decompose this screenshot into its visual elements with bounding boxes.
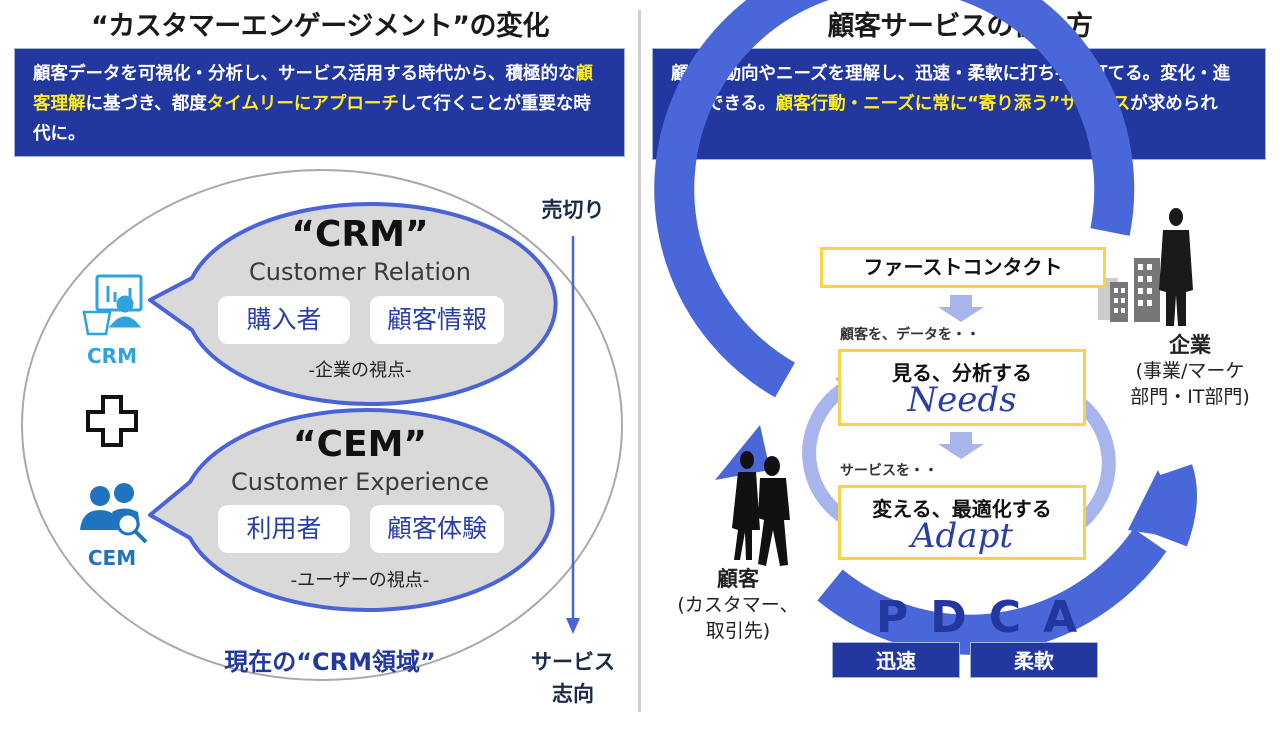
cem-bubble-viewpoint: -ユーザーの視点- <box>290 570 430 591</box>
crm-bubble-title: “CRM” <box>291 214 429 255</box>
left-summary-highlight-1: 顧客理解 <box>33 64 593 114</box>
crm-domain-label: 現在の“CRM領域” <box>224 648 436 676</box>
down-arrow-2 <box>938 432 984 459</box>
flexibility-button: 柔軟 <box>970 642 1098 678</box>
building-icon <box>1098 258 1160 322</box>
company-label: 企業 (事業/マーケ 部門・IT部門) <box>1100 332 1280 410</box>
left-summary-text-2: に基づき、都度 <box>85 94 207 114</box>
crm-speech-bubble <box>148 202 558 406</box>
cem-bubble-subtitle: Customer Experience <box>230 468 490 496</box>
caption-service: サービスを・・ <box>840 463 938 479</box>
customer-detail-line1: (カスタマー、 <box>677 594 799 616</box>
customers-icon <box>732 451 790 566</box>
company-detail-line1: (事業/マーケ <box>1135 360 1245 382</box>
down-arrow-1 <box>938 295 984 322</box>
left-summary-box: 顧客データを可視化・分析し、サービス活用する時代から、積極的な顧客理解に基づき、… <box>14 48 625 157</box>
pdca-arrowhead-left <box>715 425 770 480</box>
crm-bubble-viewpoint: -企業の視点- <box>308 360 412 381</box>
left-summary-highlight-3: タイムリーにアプローチ <box>206 94 399 114</box>
speed-button: 迅速 <box>832 642 960 678</box>
left-summary-text: 顧客データを可視化・分析し、サービス活用する時代から、積極的な顧客理解に基づき、… <box>33 64 593 144</box>
customer-detail-line2: 取引先) <box>705 620 771 642</box>
businessman-icon <box>1159 208 1193 326</box>
crm-icon-label: CRM <box>87 344 137 368</box>
caption-customer-data: 顧客を、データを・・ <box>840 327 980 343</box>
pdca-label: PDCA <box>876 592 1100 643</box>
pdca-cycle-arc-right <box>1153 464 1197 547</box>
needs-box-script: Needs <box>907 380 1017 420</box>
left-summary-text-4: して行くことが重要な時代に。 <box>33 94 591 144</box>
cem-speech-bubble <box>148 408 555 612</box>
cem-chip-user: 利用者 <box>218 505 350 553</box>
crm-bubble-subtitle: Customer Relation <box>249 258 471 286</box>
pdca-cycle-arc-outer <box>654 0 1135 398</box>
customer-label: 顧客 (カスタマー、 取引先) <box>668 566 808 644</box>
company-detail-line2: 部門・IT部門) <box>1130 386 1250 408</box>
adapt-box-label: 変える、最適化する <box>872 497 1052 521</box>
axis-arrow-head <box>566 618 580 634</box>
panel-divider <box>638 10 641 712</box>
first-contact-label: ファーストコンタクト <box>863 255 1063 279</box>
cem-bubble-title: “CEM” <box>292 424 428 465</box>
customer-name: 顧客 <box>717 567 759 591</box>
needs-box: 見る、分析する Needs <box>838 349 1086 426</box>
axis-top-label: 売切り <box>541 198 605 222</box>
cem-icon-label: CEM <box>87 546 137 570</box>
adapt-box: 変える、最適化する Adapt <box>838 485 1086 560</box>
left-summary-text-0: 顧客データを可視化・分析し、サービス活用する時代から、積極的な <box>33 64 576 84</box>
company-name: 企業 <box>1169 333 1211 357</box>
crm-chip-customer-info: 顧客情報 <box>370 296 504 344</box>
plus-icon <box>86 395 138 447</box>
adapt-box-script: Adapt <box>910 516 1014 556</box>
crm-chip-purchaser: 購入者 <box>218 296 350 344</box>
axis-bottom-label-line2: 志向 <box>552 682 594 706</box>
left-panel-title: “カスタマーエンゲージメント”の変化 <box>91 11 549 42</box>
axis-bottom-label-line1: サービス <box>531 650 615 674</box>
pdca-cycle-arc-lower <box>817 528 1167 655</box>
cem-icon <box>80 483 148 544</box>
crm-icon <box>82 274 143 336</box>
cem-chip-customer-experience: 顧客体験 <box>370 505 504 553</box>
needs-box-label: 見る、分析する <box>892 361 1032 385</box>
axis-bottom-label: サービス 志向 <box>515 646 631 710</box>
right-summary-highlight-1: 顧客行動・ニーズに常に“寄り添う”サービス <box>775 94 1131 114</box>
first-contact-box: ファーストコンタクト <box>820 247 1106 288</box>
